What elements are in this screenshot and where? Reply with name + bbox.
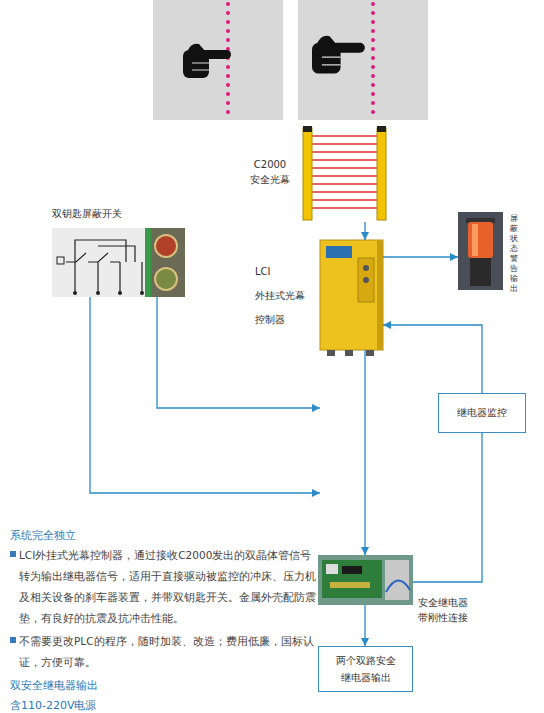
process-box: 继电器监控 [438, 393, 526, 433]
controller-side [377, 240, 383, 350]
terminal [140, 291, 144, 295]
node-label: 两个双路安全 继电器输出 [319, 652, 412, 686]
light-beam [226, 4, 230, 120]
switch-schematic-bg [52, 228, 145, 297]
hand-icon [312, 36, 365, 74]
warning-light: 屏蔽状态警告输出 [458, 212, 503, 290]
feature-text: 含110-220V电源 [10, 698, 97, 713]
indicator [363, 277, 369, 283]
key-switch-strip [145, 228, 151, 297]
node-label: 安全继电器 带刚性连接 [418, 595, 482, 625]
bullet-text: 不需要更改PLC的程序，随时加装、改造；费用低廉，国标认证，方便可靠。 [19, 631, 319, 673]
key-switch-photo [145, 228, 185, 297]
connector [364, 350, 365, 555]
controller: LCI 外挂式光幕 控制器 [320, 240, 383, 350]
node-label: 继电器监控 [457, 406, 507, 420]
connector [157, 297, 320, 408]
key-switch: 双钥匙屏蔽开关 [52, 228, 185, 297]
sensing-panel [298, 0, 428, 120]
warning-light-bg [458, 212, 503, 290]
controller-panel [358, 258, 374, 302]
terminal [118, 291, 122, 295]
node-label: LCI 外挂式光幕 控制器 [255, 260, 309, 332]
lock-symbol [57, 257, 64, 264]
lamp-highlight [472, 224, 478, 256]
curtain-cap [377, 126, 386, 132]
relay-component [342, 566, 362, 574]
light-beam [371, 4, 375, 120]
process-box: 两个双路安全 继电器输出 [318, 646, 413, 692]
connector [364, 605, 365, 646]
key-knob [155, 235, 177, 257]
relay-terminals [330, 582, 370, 588]
controller-badge [326, 246, 352, 258]
bullet [10, 551, 16, 557]
bullet-text: LCI外挂式光幕控制器，通过接收C2000发出的双晶体管信号转为输出继电器信号，… [19, 545, 319, 629]
cable-gland [366, 350, 374, 356]
controller-case [320, 240, 383, 350]
cable-gland [345, 350, 353, 356]
node-label: C2000 安全光幕 [244, 157, 296, 187]
relay-wire [386, 580, 410, 592]
terminal [96, 291, 100, 295]
relay-module [385, 560, 409, 600]
key-knob [155, 268, 177, 290]
connector [383, 325, 482, 393]
connector [364, 222, 365, 240]
relay-component [326, 564, 338, 574]
relay-photo [318, 555, 413, 605]
node-label: 屏蔽状态警告输出 [510, 214, 520, 294]
safety-relay: 安全继电器 带刚性连接 [318, 555, 413, 605]
hand-icon [183, 44, 231, 78]
relay-board [322, 560, 382, 598]
lamp-base [470, 258, 491, 286]
curtain-bar [303, 128, 312, 220]
connector [413, 433, 482, 582]
cable-gland [327, 350, 335, 356]
section-heading: 系统完全独立 [10, 528, 76, 543]
feature-text: 双安全继电器输出 [10, 678, 98, 693]
node-label: 双钥匙屏蔽开关 [52, 207, 182, 221]
curtain-cap [303, 126, 312, 132]
switch-contacts [66, 240, 142, 292]
connector [90, 297, 320, 493]
light-curtain: C2000 安全光幕 [300, 125, 388, 222]
curtain-bar [377, 128, 386, 220]
terminal [73, 291, 77, 295]
connector [383, 256, 458, 257]
lamp-lens [468, 222, 493, 258]
bullet [10, 637, 16, 643]
indicator [363, 265, 369, 271]
sensing-panel [153, 0, 283, 120]
curtain-beams [312, 136, 377, 208]
